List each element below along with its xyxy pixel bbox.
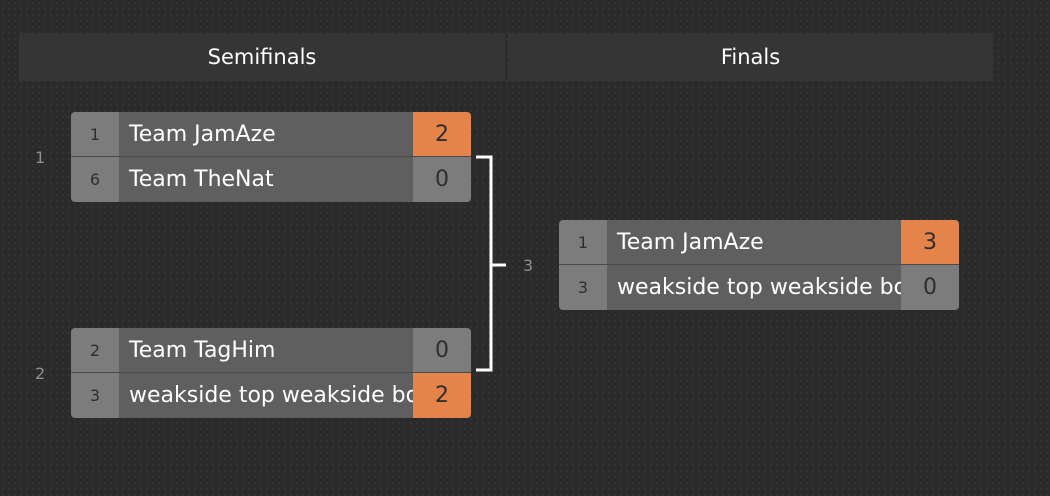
round-header-semifinals: Semifinals bbox=[19, 33, 505, 81]
seed: 3 bbox=[71, 373, 119, 418]
team-name: Team TagHim bbox=[119, 328, 413, 372]
team-name: Team JamAze bbox=[607, 220, 901, 264]
round-header-finals: Finals bbox=[508, 33, 993, 81]
score: 2 bbox=[413, 373, 471, 418]
seed: 1 bbox=[559, 220, 607, 264]
team-name: Team TheNat bbox=[119, 157, 413, 202]
score: 3 bbox=[901, 220, 959, 264]
seed: 2 bbox=[71, 328, 119, 372]
match-number-2: 2 bbox=[35, 364, 46, 383]
match-2[interactable]: 2 Team TagHim 0 3 weakside top weakside … bbox=[71, 328, 471, 418]
score: 0 bbox=[413, 157, 471, 202]
match-1-team-2[interactable]: 6 Team TheNat 0 bbox=[71, 157, 471, 202]
match-number-3: 3 bbox=[523, 256, 534, 275]
team-name: weakside top weakside bot bbox=[119, 373, 413, 418]
match-2-team-2[interactable]: 3 weakside top weakside bot 2 bbox=[71, 373, 471, 418]
match-3[interactable]: 1 Team JamAze 3 3 weakside top weakside … bbox=[559, 220, 959, 310]
match-3-team-2[interactable]: 3 weakside top weakside bot 0 bbox=[559, 265, 959, 310]
team-name: weakside top weakside bot bbox=[607, 265, 901, 310]
match-1-team-1[interactable]: 1 Team JamAze 2 bbox=[71, 112, 471, 157]
score: 2 bbox=[413, 112, 471, 156]
score: 0 bbox=[901, 265, 959, 310]
seed: 3 bbox=[559, 265, 607, 310]
seed: 1 bbox=[71, 112, 119, 156]
match-2-team-1[interactable]: 2 Team TagHim 0 bbox=[71, 328, 471, 373]
match-number-1: 1 bbox=[35, 148, 46, 167]
score: 0 bbox=[413, 328, 471, 372]
seed: 6 bbox=[71, 157, 119, 202]
match-3-team-1[interactable]: 1 Team JamAze 3 bbox=[559, 220, 959, 265]
match-1[interactable]: 1 Team JamAze 2 6 Team TheNat 0 bbox=[71, 112, 471, 202]
team-name: Team JamAze bbox=[119, 112, 413, 156]
